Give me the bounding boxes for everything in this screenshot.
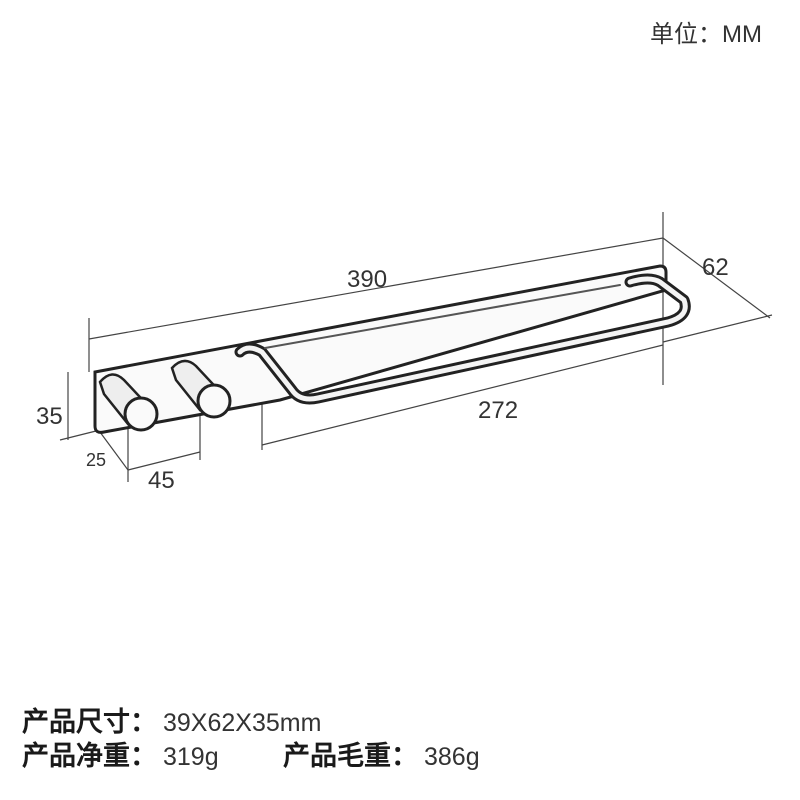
dim-390: 390: [347, 266, 387, 293]
spec-size-label: 产品尺寸：: [22, 707, 157, 737]
hook-2: [170, 359, 232, 419]
towel-bar: [234, 273, 691, 405]
unit-label: 单位：MM: [650, 21, 762, 48]
dim-35: 35: [36, 403, 63, 430]
spec-net-weight-label: 产品净重：: [22, 741, 157, 771]
hook-1: [98, 373, 159, 432]
dim-272: 272: [478, 397, 518, 424]
spec-weight: 产品净重： 319g 产品毛重： 386g: [22, 734, 480, 773]
backplate: [93, 264, 668, 434]
dim-25: 25: [86, 450, 106, 470]
spec-size: 产品尺寸： 39X62X35mm: [22, 700, 321, 739]
spec-gross-weight-value: 386g: [424, 743, 480, 771]
spec-net-weight-value: 319g: [163, 743, 219, 771]
dim-62: 62: [702, 254, 729, 281]
spec-size-value: 39X62X35mm: [163, 709, 322, 737]
dim-45: 45: [148, 467, 175, 494]
spec-gross-weight-label: 产品毛重：: [283, 741, 418, 771]
dimension-lines: [59, 212, 773, 482]
